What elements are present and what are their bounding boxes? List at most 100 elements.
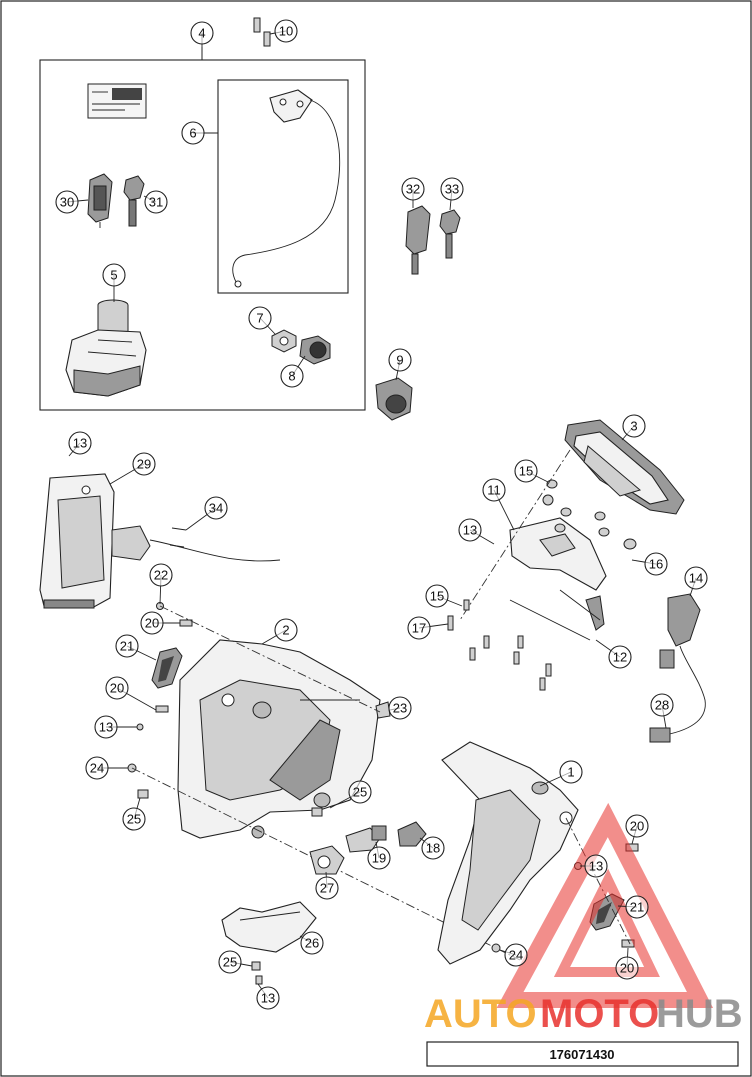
bracket-drawing bbox=[509, 479, 637, 631]
callout-c24a: 24 bbox=[85, 756, 109, 780]
callout-bubble bbox=[190, 21, 214, 45]
callout-label: 18 bbox=[426, 841, 440, 856]
callout-bubble bbox=[274, 19, 298, 43]
callout-bubble bbox=[504, 943, 528, 967]
callout-bubble bbox=[55, 190, 79, 214]
callout-label: 19 bbox=[372, 851, 386, 866]
sensor-drawing bbox=[649, 593, 706, 743]
callout-c26: 26 bbox=[300, 931, 324, 955]
callout-label: 13 bbox=[589, 859, 603, 874]
callout-c33: 33 bbox=[440, 177, 464, 201]
callout-bubble bbox=[625, 895, 649, 919]
watermark-text: AUTO MOTO HUB bbox=[424, 992, 743, 1036]
callout-label: 23 bbox=[393, 701, 407, 716]
callout-c16: 16 bbox=[644, 552, 668, 576]
callout-bubble bbox=[514, 459, 538, 483]
callout-c29: 29 bbox=[132, 452, 156, 476]
callout-c25a: 25 bbox=[348, 780, 372, 804]
callout-bubble bbox=[256, 986, 280, 1010]
callout-bubble bbox=[94, 715, 118, 739]
callout-bubble bbox=[615, 956, 639, 980]
callout-label: 20 bbox=[110, 681, 124, 696]
watermark-triangle bbox=[496, 802, 714, 1008]
key-30-drawing bbox=[87, 173, 113, 228]
callout-c30: 30 bbox=[55, 190, 79, 214]
callout-c3: 3 bbox=[622, 414, 646, 438]
callout-c13b: 13 bbox=[458, 518, 482, 542]
callout-c13a: 13 bbox=[68, 431, 92, 455]
key-31-drawing bbox=[123, 175, 145, 227]
callout-label: 12 bbox=[613, 650, 627, 665]
lock-cylinder-drawing bbox=[299, 335, 331, 365]
watermark-word-1: AUTO bbox=[424, 992, 537, 1036]
callout-c25c: 25 bbox=[218, 950, 242, 974]
callout-bubble bbox=[625, 814, 649, 838]
callout-c6: 6 bbox=[181, 121, 205, 145]
callout-bubble bbox=[280, 364, 304, 388]
pad-21-upper-drawing bbox=[151, 647, 183, 689]
callout-c4: 4 bbox=[190, 21, 214, 45]
callout-bubble bbox=[388, 348, 412, 372]
callout-c20c: 20 bbox=[625, 814, 649, 838]
callout-bubble bbox=[388, 696, 412, 720]
callout-bubble bbox=[274, 618, 298, 642]
callout-bubble bbox=[458, 518, 482, 542]
callout-c18: 18 bbox=[421, 836, 445, 860]
callout-c32: 32 bbox=[401, 177, 425, 201]
callout-bubble bbox=[425, 584, 449, 608]
callout-bubble bbox=[644, 552, 668, 576]
callout-bubble bbox=[102, 263, 126, 287]
watermark-word-2: MOTO bbox=[540, 992, 659, 1036]
callout-bubble bbox=[248, 306, 272, 330]
callout-label: 16 bbox=[649, 557, 663, 572]
callout-c2: 2 bbox=[274, 618, 298, 642]
callout-bubble bbox=[315, 876, 339, 900]
callout-c24b: 24 bbox=[504, 943, 528, 967]
callout-label: 13 bbox=[73, 436, 87, 451]
callout-c28: 28 bbox=[650, 693, 674, 717]
callout-bubble bbox=[559, 760, 583, 784]
callout-c21a: 21 bbox=[115, 634, 139, 658]
callout-bubble bbox=[622, 414, 646, 438]
callout-label: 21 bbox=[630, 900, 644, 915]
callout-label: 4 bbox=[198, 26, 205, 41]
callout-bubble bbox=[584, 854, 608, 878]
callout-label: 33 bbox=[445, 182, 459, 197]
callout-bubble bbox=[440, 177, 464, 201]
headlight-drawing bbox=[39, 473, 281, 609]
callout-c17: 17 bbox=[407, 616, 431, 640]
reference-number: 176071430 bbox=[549, 1047, 614, 1062]
callout-label: 29 bbox=[137, 457, 151, 472]
callout-label: 2 bbox=[282, 623, 289, 638]
callout-c25b: 25 bbox=[122, 807, 146, 831]
callout-label: 20 bbox=[630, 819, 644, 834]
callout-bubble bbox=[218, 950, 242, 974]
callout-label: 15 bbox=[519, 464, 533, 479]
lock-set-frame bbox=[39, 59, 366, 411]
callout-c7: 7 bbox=[248, 306, 272, 330]
callout-bubble bbox=[149, 563, 173, 587]
callout-bubble bbox=[144, 190, 168, 214]
callout-label: 20 bbox=[145, 616, 159, 631]
callout-c20d: 20 bbox=[615, 956, 639, 980]
callout-bubble bbox=[300, 931, 324, 955]
callout-label: 25 bbox=[353, 785, 367, 800]
callout-label: 31 bbox=[149, 195, 163, 210]
callout-c14: 14 bbox=[684, 566, 708, 590]
callout-c1: 1 bbox=[559, 760, 583, 784]
callout-label: 17 bbox=[412, 621, 426, 636]
callout-c27: 27 bbox=[315, 876, 339, 900]
callout-c15a: 15 bbox=[514, 459, 538, 483]
callout-c11: 11 bbox=[482, 478, 506, 502]
key-33-drawing bbox=[439, 209, 461, 259]
housing-drawing bbox=[177, 639, 381, 839]
callout-c5: 5 bbox=[102, 263, 126, 287]
callout-label: 13 bbox=[463, 523, 477, 538]
callout-label: 32 bbox=[406, 182, 420, 197]
callout-label: 21 bbox=[120, 639, 134, 654]
callout-label: 9 bbox=[396, 353, 403, 368]
callout-label: 24 bbox=[90, 761, 104, 776]
cable-drawing bbox=[232, 89, 341, 288]
